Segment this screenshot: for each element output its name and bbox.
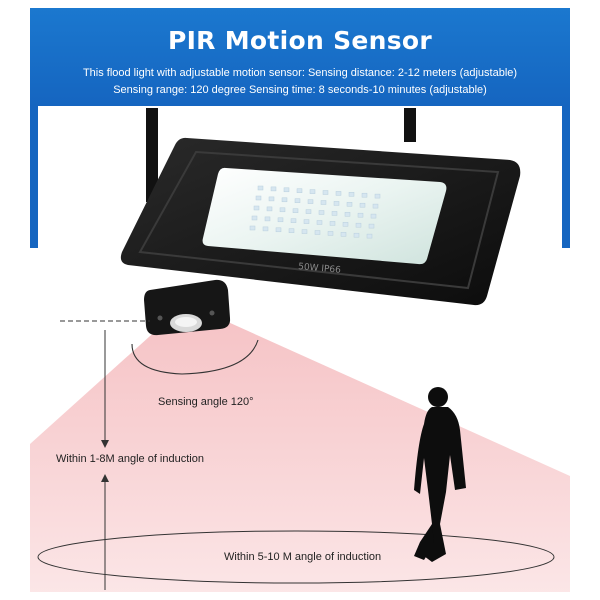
led-chip xyxy=(279,207,286,213)
caption-sensing-angle: Sensing angle 120° xyxy=(158,396,254,408)
ground-detection-ellipse xyxy=(37,530,555,584)
led-chip xyxy=(296,188,303,193)
led-chip xyxy=(344,212,351,217)
led-chip xyxy=(270,186,277,192)
led-chip xyxy=(329,221,336,226)
led-chip xyxy=(257,185,264,191)
led-chip xyxy=(251,215,258,221)
pir-sensor-module xyxy=(144,279,231,336)
led-chip xyxy=(370,213,377,219)
led-chip xyxy=(255,195,262,201)
led-chip xyxy=(292,208,299,213)
led-chip xyxy=(264,216,271,222)
led-chip xyxy=(366,233,373,239)
led-chip xyxy=(294,198,301,203)
led-chip xyxy=(281,197,288,203)
led-chip xyxy=(368,223,375,229)
led-chip xyxy=(316,220,323,225)
led-chip xyxy=(340,232,347,237)
led-chip xyxy=(266,206,273,212)
led-chip xyxy=(348,192,355,197)
caption-range-5-10m: Within 5-10 M angle of induction xyxy=(224,551,382,563)
mounting-bracket xyxy=(146,108,416,210)
led-chip xyxy=(353,232,360,238)
banner-side-strip-left xyxy=(30,106,38,248)
led-chip xyxy=(277,217,284,223)
product-rating-label: 50W IP66 xyxy=(298,262,342,276)
led-chip xyxy=(290,218,297,223)
led-chip xyxy=(307,199,314,204)
led-chip xyxy=(320,200,327,205)
led-chip xyxy=(374,193,381,199)
led-chip xyxy=(331,211,338,216)
led-chip xyxy=(314,230,321,235)
led-chip xyxy=(335,191,342,196)
led-chip xyxy=(357,212,364,218)
sensing-angle-arc xyxy=(131,339,259,375)
led-chip xyxy=(333,201,340,206)
led-chip xyxy=(288,228,295,233)
banner-spec-line-2: Sensing range: 120 degree Sensing time: … xyxy=(113,84,487,96)
led-chip xyxy=(262,226,269,232)
led-chip xyxy=(361,192,368,198)
led-chip xyxy=(359,202,366,208)
led-chip xyxy=(268,196,275,202)
banner-spec-line-1: This flood light with adjustable motion … xyxy=(82,67,518,79)
led-chip xyxy=(275,227,282,233)
led-chip xyxy=(355,222,362,228)
led-panel xyxy=(202,167,447,265)
led-chip xyxy=(253,205,260,211)
led-chip xyxy=(249,225,256,231)
led-chip xyxy=(372,203,379,209)
header-banner: PIR Motion Sensor This flood light with … xyxy=(30,8,570,106)
led-chip xyxy=(283,187,290,193)
caption-range-1-8m: Within 1-8M angle of induction xyxy=(56,453,204,465)
led-chip xyxy=(303,219,310,224)
led-chip xyxy=(305,209,312,214)
walking-person-silhouette xyxy=(414,387,466,562)
banner-title: PIR Motion Sensor xyxy=(167,26,433,55)
led-chip xyxy=(342,222,349,227)
vertical-distance-arrow xyxy=(101,330,109,590)
led-chip-grid xyxy=(249,185,381,239)
led-chip xyxy=(346,202,353,207)
led-chip xyxy=(322,190,329,195)
led-chip xyxy=(327,231,334,236)
led-chip xyxy=(309,189,316,194)
banner-side-strip-right xyxy=(562,106,570,248)
led-chip xyxy=(318,210,325,215)
led-chip xyxy=(301,229,308,234)
